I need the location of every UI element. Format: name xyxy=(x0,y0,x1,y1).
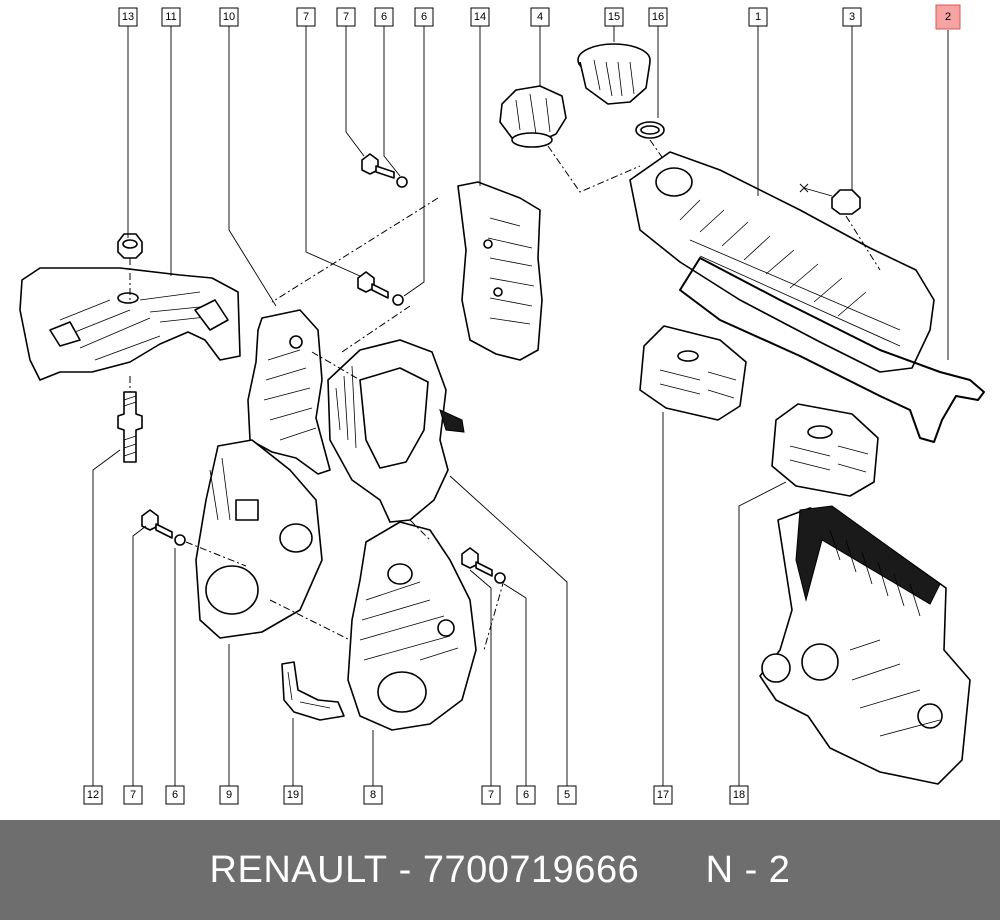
svg-text:1: 1 xyxy=(755,11,761,23)
callout-label: 16 xyxy=(648,7,668,27)
callout-label: 14 xyxy=(470,7,490,27)
callout-label: 12 xyxy=(83,785,103,805)
part-13-nut xyxy=(117,233,143,259)
callout-label: 1 xyxy=(748,7,768,27)
part-4-filler-cap xyxy=(499,85,567,148)
callout-label: 11 xyxy=(161,7,181,27)
callout-label: 7 xyxy=(481,785,501,805)
svg-text:11: 11 xyxy=(165,11,176,23)
assembly-lines xyxy=(129,139,881,651)
callout-label: 19 xyxy=(283,785,303,805)
part-3-nut xyxy=(799,183,861,215)
footer-separator: - xyxy=(387,848,423,891)
part-1-valve-cover xyxy=(629,151,935,373)
callouts-bottom: 12 7 6 9 19 8 7 6 5 17 18 xyxy=(83,785,749,805)
svg-text:9: 9 xyxy=(226,789,232,801)
part-17-mount xyxy=(639,325,747,421)
svg-text:2: 2 xyxy=(945,11,951,23)
brand-name: RENAULT xyxy=(209,848,388,891)
callout-label: 18 xyxy=(729,785,749,805)
svg-text:5: 5 xyxy=(564,789,570,801)
svg-text:17: 17 xyxy=(657,789,669,801)
svg-text:14: 14 xyxy=(474,11,486,23)
svg-text:7: 7 xyxy=(130,789,136,801)
svg-text:15: 15 xyxy=(608,11,620,23)
part-10-backing-plate xyxy=(247,309,331,475)
svg-text:7: 7 xyxy=(488,789,494,801)
fastener-bolts xyxy=(141,153,506,584)
svg-text:6: 6 xyxy=(381,11,387,23)
part-16-o-ring xyxy=(635,121,665,139)
callout-label: 15 xyxy=(604,7,624,27)
svg-text:6: 6 xyxy=(172,789,178,801)
svg-text:7: 7 xyxy=(343,11,349,23)
callout-label: 5 xyxy=(557,785,577,805)
callout-label: 9 xyxy=(219,785,239,805)
svg-text:10: 10 xyxy=(223,11,235,23)
svg-text:12: 12 xyxy=(87,789,99,801)
engine-block xyxy=(759,505,971,785)
part-number: 7700719666 xyxy=(422,848,640,891)
callout-label: 8 xyxy=(363,785,383,805)
part-14-side-cover xyxy=(457,181,543,361)
callout-label-highlighted: 2 xyxy=(935,4,961,30)
callout-label: 7 xyxy=(296,7,316,27)
svg-text:4: 4 xyxy=(537,11,543,23)
callout-label: 7 xyxy=(336,7,356,27)
part-18-mount xyxy=(771,403,879,497)
callout-label: 7 xyxy=(123,785,143,805)
part-8-front-cover xyxy=(347,521,477,731)
part-11-upper-cover xyxy=(19,267,241,381)
svg-text:3: 3 xyxy=(849,11,855,23)
svg-text:6: 6 xyxy=(523,789,529,801)
part-15-breather xyxy=(577,43,651,105)
callout-label: 10 xyxy=(219,7,239,27)
callout-label: 6 xyxy=(165,785,185,805)
svg-text:6: 6 xyxy=(421,11,427,23)
callout-label: 17 xyxy=(653,785,673,805)
callout-label: 6 xyxy=(516,785,536,805)
callouts-top: 13 11 10 7 7 6 6 14 4 15 16 1 3 2 xyxy=(118,4,961,30)
page-reference: N - 2 xyxy=(705,848,791,891)
callout-label: 3 xyxy=(842,7,862,27)
svg-text:16: 16 xyxy=(652,11,664,23)
callout-label: 13 xyxy=(118,7,138,27)
part-2-gasket xyxy=(679,257,985,443)
svg-text:8: 8 xyxy=(370,789,376,801)
part-12-stud xyxy=(117,391,143,463)
svg-text:18: 18 xyxy=(733,789,745,801)
leader-lines xyxy=(92,26,949,786)
part-19-bracket xyxy=(281,661,345,721)
callout-label: 6 xyxy=(374,7,394,27)
callout-label: 4 xyxy=(530,7,550,27)
svg-text:13: 13 xyxy=(122,11,134,23)
footer-gap xyxy=(639,849,705,892)
part-reference-footer: RENAULT - 7700719666 N - 2 xyxy=(0,820,1000,920)
svg-text:19: 19 xyxy=(287,789,299,801)
part-9-lower-cover xyxy=(195,439,323,639)
exploded-parts-diagram: 13 11 10 7 7 6 6 14 4 15 16 1 3 2 12 7 6… xyxy=(19,4,985,805)
part-5-belt-cover xyxy=(327,339,465,523)
callout-label: 6 xyxy=(414,7,434,27)
svg-text:7: 7 xyxy=(303,11,309,23)
